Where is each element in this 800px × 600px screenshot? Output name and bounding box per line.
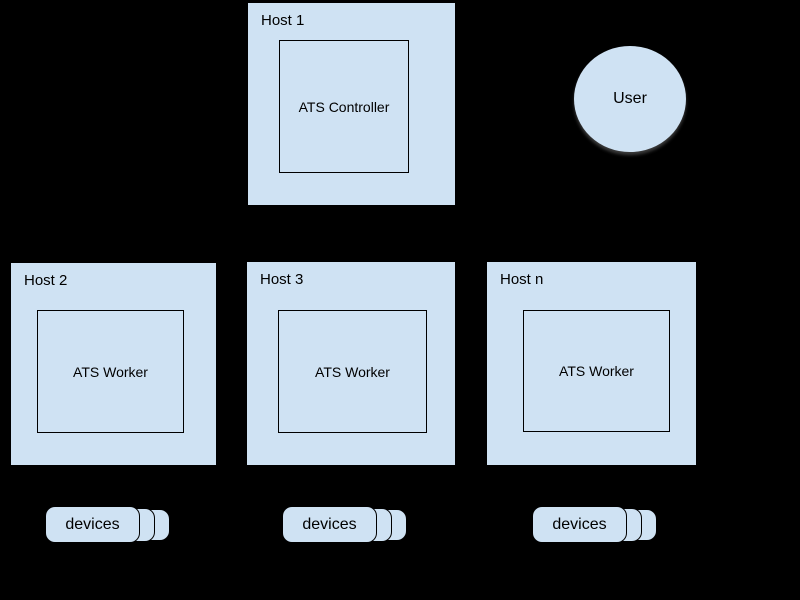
host1-container: Host 1 ATS Controller: [248, 3, 455, 205]
ats-worker-box-n: ATS Worker: [523, 310, 670, 432]
devices-stack-1: devices: [45, 506, 170, 544]
host3-container: Host 3 ATS Worker: [247, 262, 455, 465]
ats-worker-box-2: ATS Worker: [278, 310, 427, 433]
ats-controller-label: ATS Controller: [298, 98, 390, 115]
devices-stack-2: devices: [282, 506, 407, 544]
ats-worker-box-1: ATS Worker: [37, 310, 184, 433]
devices-label-2: devices: [302, 515, 357, 533]
devices-card-front-2: devices: [282, 506, 377, 543]
ats-worker-label-1: ATS Worker: [73, 363, 148, 380]
host2-label: Host 2: [24, 272, 68, 289]
ats-controller-box: ATS Controller: [279, 40, 409, 173]
devices-stack-3: devices: [532, 506, 657, 544]
devices-label-1: devices: [65, 515, 120, 533]
ats-worker-label-n: ATS Worker: [559, 363, 634, 379]
hostn-container: Host n ATS Worker: [487, 262, 696, 465]
devices-card-front-1: devices: [45, 506, 140, 543]
host1-label: Host 1: [261, 12, 305, 29]
ats-worker-label-2: ATS Worker: [315, 363, 390, 380]
hostn-label: Host n: [500, 271, 544, 288]
devices-card-front-3: devices: [532, 506, 627, 543]
devices-label-3: devices: [552, 515, 607, 533]
host3-label: Host 3: [260, 271, 304, 288]
user-circle: User: [574, 46, 686, 152]
host2-container: Host 2 ATS Worker: [11, 263, 216, 465]
user-label: User: [613, 90, 647, 107]
